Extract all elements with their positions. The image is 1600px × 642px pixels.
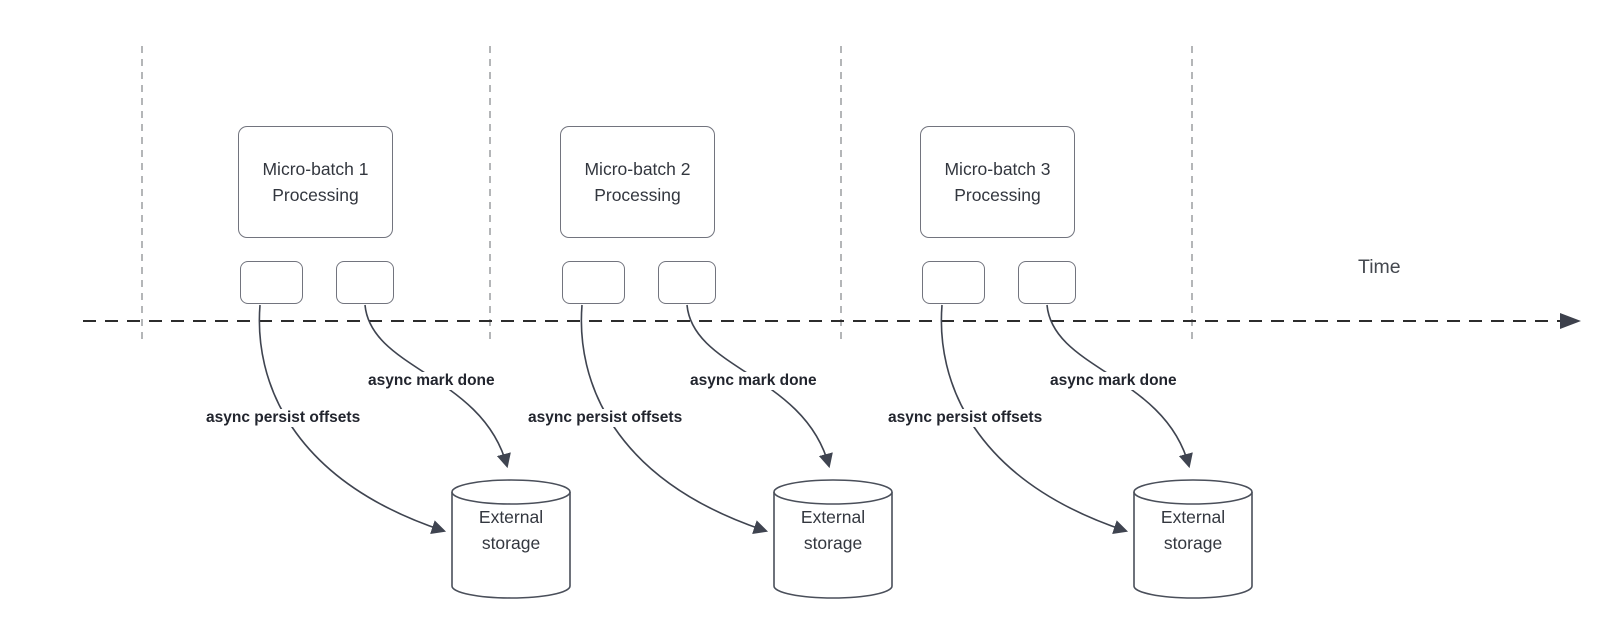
time-axis-label: Time <box>1358 256 1401 278</box>
done-slot-box <box>1018 261 1076 304</box>
offset-slot-box <box>240 261 303 304</box>
async-arrows-layer <box>940 304 1253 599</box>
offset-slot-box <box>562 261 625 304</box>
done-slot-box <box>658 261 716 304</box>
persist-offsets-label: async persist offsets <box>526 409 685 427</box>
done-slot-box <box>336 261 394 304</box>
mark-done-label: async mark done <box>366 372 497 390</box>
async-arrows-layer <box>580 304 893 599</box>
persist-offsets-label: async persist offsets <box>886 409 1045 427</box>
micro-batch-label: Micro-batch 1 Processing <box>262 158 369 205</box>
external-storage-label: External storage <box>1160 507 1226 554</box>
micro-batch-label: Micro-batch 3 Processing <box>944 158 1051 205</box>
micro-batch-label: Micro-batch 2 Processing <box>584 158 691 205</box>
micro-batch-group-1: Micro-batch 1 Processing async persist o… <box>204 0 638 642</box>
micro-batch-box: Micro-batch 2 Processing <box>560 126 715 238</box>
timeline-arrowhead-icon <box>1560 313 1581 329</box>
micro-batch-box: Micro-batch 3 Processing <box>920 126 1075 238</box>
external-storage-label: External storage <box>800 507 866 554</box>
persist-offsets-label: async persist offsets <box>204 409 363 427</box>
mark-done-label: async mark done <box>1048 372 1179 390</box>
mark-done-label: async mark done <box>688 372 819 390</box>
external-storage-cylinder <box>451 479 571 599</box>
micro-batch-group-3: Micro-batch 3 Processing async persist o… <box>886 0 1320 642</box>
external-storage-cylinder <box>1133 479 1253 599</box>
offset-slot-box <box>922 261 985 304</box>
micro-batch-group-2: Micro-batch 2 Processing async persist o… <box>526 0 960 642</box>
external-storage-label: External storage <box>478 507 544 554</box>
micro-batch-box: Micro-batch 1 Processing <box>238 126 393 238</box>
external-storage-cylinder <box>773 479 893 599</box>
